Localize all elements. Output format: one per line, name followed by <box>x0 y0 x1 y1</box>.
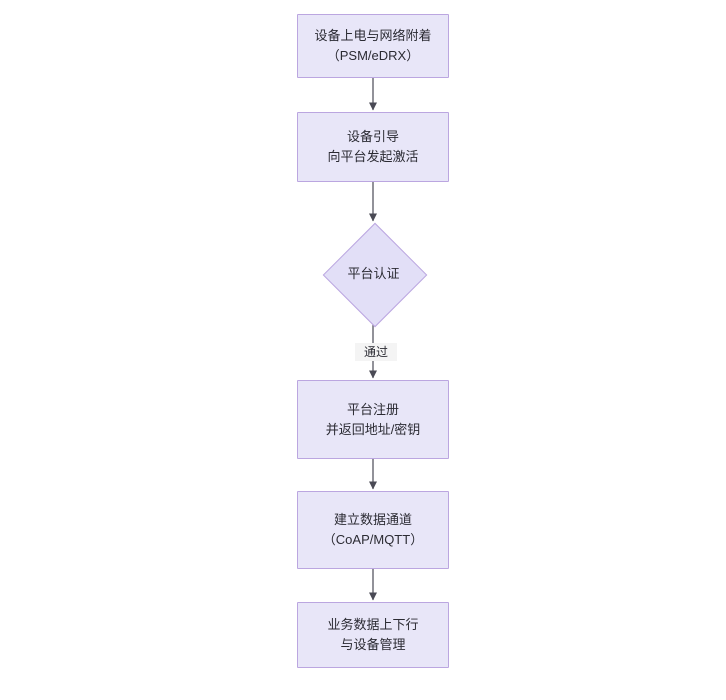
node-device-bootstrap[interactable]: 设备引导 向平台发起激活 <box>297 112 449 182</box>
node-platform-authentication[interactable]: 平台认证 <box>322 222 427 327</box>
node-platform-registration[interactable]: 平台注册 并返回地址/密钥 <box>297 380 449 459</box>
node-line: （PSM/eDRX） <box>326 48 420 63</box>
node-line: 并返回地址/密钥 <box>325 421 421 437</box>
node-line: 设备引导 <box>346 129 399 144</box>
node-line: 向平台发起激活 <box>327 149 419 164</box>
node-line: 设备上电与网络附着 <box>314 28 432 43</box>
node-establish-data-channel[interactable]: 建立数据通道 （CoAP/MQTT） <box>297 491 449 569</box>
node-line: 建立数据通道 <box>333 512 412 527</box>
node-line: 平台注册 <box>346 401 399 417</box>
node-device-power-on[interactable]: 设备上电与网络附着 （PSM/eDRX） <box>297 14 449 78</box>
edge-label-pass: 通过 <box>355 343 397 361</box>
node-line: 业务数据上下行 <box>327 617 419 632</box>
node-line: （CoAP/MQTT） <box>322 532 424 547</box>
node-line: 平台认证 <box>347 265 400 281</box>
node-line: 与设备管理 <box>340 637 406 652</box>
node-business-data-and-device-management[interactable]: 业务数据上下行 与设备管理 <box>297 602 449 668</box>
